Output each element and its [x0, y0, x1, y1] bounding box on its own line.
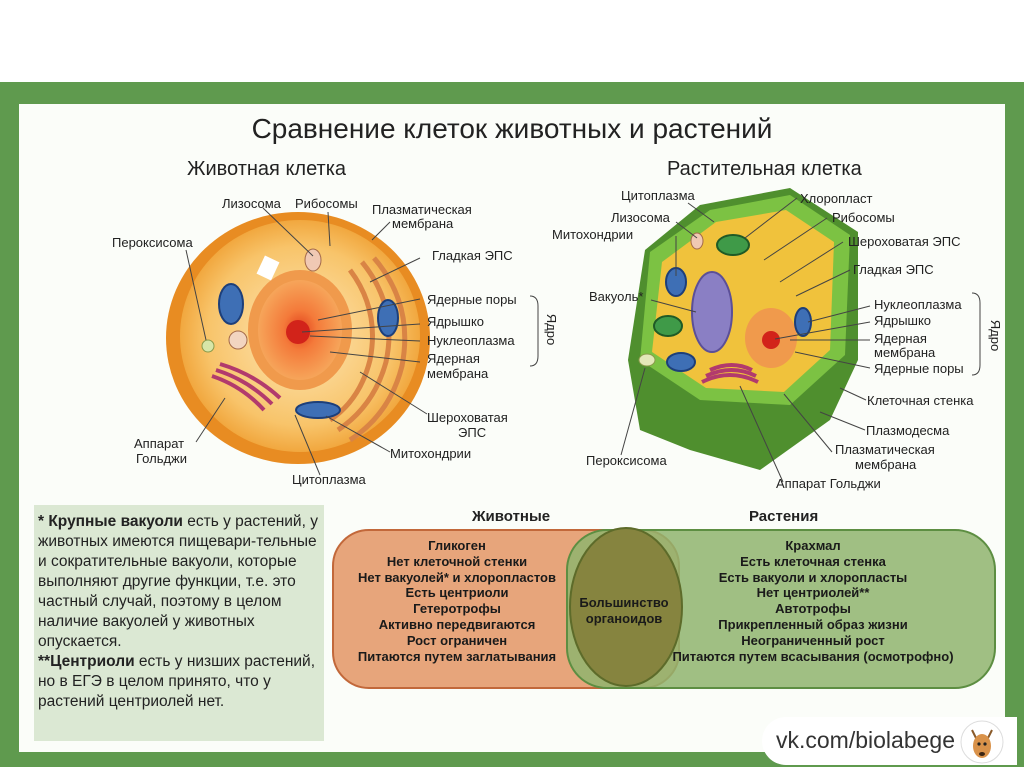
venn-animals-title: Животные — [472, 508, 550, 525]
list-item: Нет вакуолей* и хлоропластов — [340, 570, 574, 586]
footer-link[interactable]: vk.com/biolabege — [776, 727, 955, 754]
venn-common-line: органоидов — [574, 611, 674, 627]
list-item: Прикрепленный образ жизни — [660, 617, 966, 633]
list-item: Питаются путем всасывания (осмотрофно) — [660, 649, 966, 665]
list-item: Гетеротрофы — [340, 601, 574, 617]
list-item: Крахмал — [660, 538, 966, 554]
list-item: Есть центриоли — [340, 585, 574, 601]
deer-logo-icon — [958, 718, 1010, 764]
venn-animals-list: Гликоген Нет клеточной стенки Нет вакуол… — [340, 538, 574, 664]
venn-plants-title: Растения — [749, 508, 818, 525]
list-item: Гликоген — [340, 538, 574, 554]
list-item: Питаются путем заглатывания — [340, 649, 574, 665]
list-item: Автотрофы — [660, 601, 966, 617]
list-item: Рост ограничен — [340, 633, 574, 649]
list-item: Активно передвигаются — [340, 617, 574, 633]
list-item: Неограниченный рост — [660, 633, 966, 649]
list-item: Есть вакуоли и хлоропласты — [660, 570, 966, 586]
list-item: Нет центриолей** — [660, 585, 966, 601]
list-item: Есть клеточная стенка — [660, 554, 966, 570]
list-item: Нет клеточной стенки — [340, 554, 574, 570]
venn-common-line: Большинство — [574, 595, 674, 611]
venn-common: Большинство органоидов — [574, 595, 674, 627]
venn-plants-list: Крахмал Есть клеточная стенка Есть вакуо… — [660, 538, 966, 664]
